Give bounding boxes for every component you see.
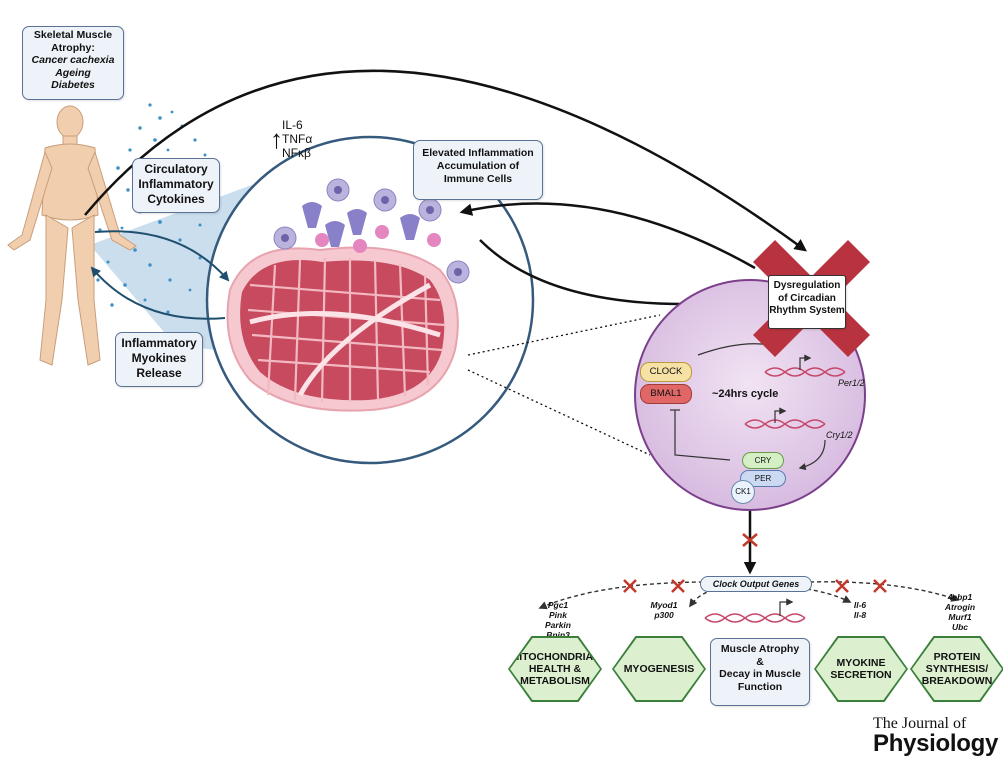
clock-protein: CLOCK	[640, 362, 692, 382]
outcome-myokine-secretion: MYOKINE SECRETION	[814, 636, 908, 702]
condition-diabetes: Diabetes	[51, 79, 95, 91]
gene-label: Parkin	[545, 620, 571, 630]
box-line: Decay in Muscle	[719, 668, 801, 680]
atrophy-title-line: Atrophy:	[51, 41, 95, 54]
dna-helix	[704, 367, 846, 623]
muscle-atrophy-outcome-box: Muscle Atrophy & Decay in Muscle Functio…	[710, 638, 810, 706]
gene-label: Pgc1	[547, 600, 569, 610]
per-gene-label: Per1/2	[838, 378, 865, 388]
elevated-inflammation-box: Elevated Inflammation Accumulation of Im…	[413, 140, 543, 200]
box-line: Inflammatory	[121, 336, 197, 350]
gene-label: p300	[654, 610, 674, 620]
ck1-protein: CK1	[731, 480, 755, 504]
outcome-line: HEALTH &	[528, 663, 582, 675]
outcome-myogenesis: MYOGENESIS	[612, 636, 706, 702]
clock-output-genes-label: Clock Output Genes	[700, 576, 812, 592]
journal-name-line2: Physiology	[873, 730, 999, 757]
circulatory-cytokines-box: Circulatory Inflammatory Cytokines	[132, 158, 220, 213]
box-line: Inflammatory	[138, 177, 214, 191]
box-line: Function	[737, 680, 783, 693]
gene-group-myogenesis: Myod1 p300	[644, 600, 684, 620]
dysregulation-box: Dysregulation of Circadian Rhythm System	[768, 275, 846, 329]
box-line: Dysregulation	[773, 280, 841, 291]
box-line: Circulatory	[144, 162, 208, 176]
gene-group-myokine: Il-6 Il-8	[848, 600, 872, 620]
gene-group-mitochondrial: Pgc1 Pink Parkin Bnip3	[540, 600, 576, 640]
box-line: Rhythm System	[769, 305, 845, 316]
cytokine-list: ↑ IL-6 TNFα NFκβ	[270, 118, 312, 160]
journal-name-line1: The Journal of	[873, 715, 967, 732]
outcome-mitochondrial-health: MITOCHONDRIAL HEALTH & METABOLISM	[508, 636, 602, 702]
condition-cancer-cachexia: Cancer cachexia	[31, 54, 115, 66]
condition-ageing: Ageing	[55, 66, 91, 79]
gene-label: Myod1	[650, 600, 678, 610]
box-line: Muscle Atrophy	[720, 643, 800, 655]
skeletal-muscle-atrophy-box: Skeletal Muscle Atrophy: Cancer cachexia…	[22, 26, 124, 100]
muscle-tissue	[226, 246, 459, 412]
immune-cells	[273, 178, 470, 284]
gene-label: Atrogin	[944, 602, 976, 612]
cry-protein: CRY	[742, 452, 784, 469]
gene-label: Pink	[549, 610, 567, 620]
human-body	[7, 105, 137, 366]
outcome-line: SECRETION	[830, 669, 892, 681]
cytokine-tnfa: TNFα	[282, 132, 313, 146]
bmal1-protein: BMAL1	[640, 384, 692, 404]
gene-label: Il-6	[853, 600, 867, 610]
gene-label: Ubc	[951, 622, 969, 632]
box-line: Myokines	[131, 351, 187, 365]
cry-gene-label: Cry1/2	[826, 430, 853, 440]
gene-group-protein: 4ebp1 Atrogin Murf1 Ubc	[940, 592, 980, 632]
cytokine-nfkb: NFκβ	[282, 146, 311, 160]
outcome-line: BREAKDOWN	[921, 675, 993, 687]
box-line: Release	[136, 366, 182, 380]
box-line: Immune Cells	[443, 173, 513, 185]
outcome-line: MITOCHONDRIAL	[510, 651, 600, 663]
gene-label: Bnip3	[546, 630, 570, 640]
box-line: of Circadian	[778, 292, 836, 304]
cytokine-il6: IL-6	[282, 118, 303, 132]
gene-label: Murf1	[948, 612, 972, 622]
outcome-line: PROTEIN	[933, 651, 981, 663]
up-arrow-icon: ↑	[270, 124, 283, 154]
atrophy-title-line: Skeletal Muscle	[33, 29, 113, 41]
outcome-line: MYOKINE	[836, 657, 886, 669]
inflammatory-myokines-box: Inflammatory Myokines Release	[115, 332, 203, 387]
box-line: Elevated Inflammation	[422, 147, 534, 159]
box-line: Cytokines	[147, 192, 205, 206]
circadian-cell	[634, 279, 866, 511]
gene-label: 4ebp1	[947, 592, 973, 602]
outcome-line: MYOGENESIS	[623, 663, 695, 675]
inhibition-marks	[623, 533, 887, 593]
box-line: &	[756, 655, 764, 668]
journal-logo: The Journal of Physiology	[873, 716, 998, 756]
cycle-label: ~24hrs cycle	[712, 388, 779, 400]
outcome-line: METABOLISM	[520, 675, 590, 687]
outcome-line: SYNTHESIS/	[925, 663, 989, 675]
box-line: Accumulation of	[436, 160, 520, 172]
gene-label: Il-8	[853, 610, 867, 620]
